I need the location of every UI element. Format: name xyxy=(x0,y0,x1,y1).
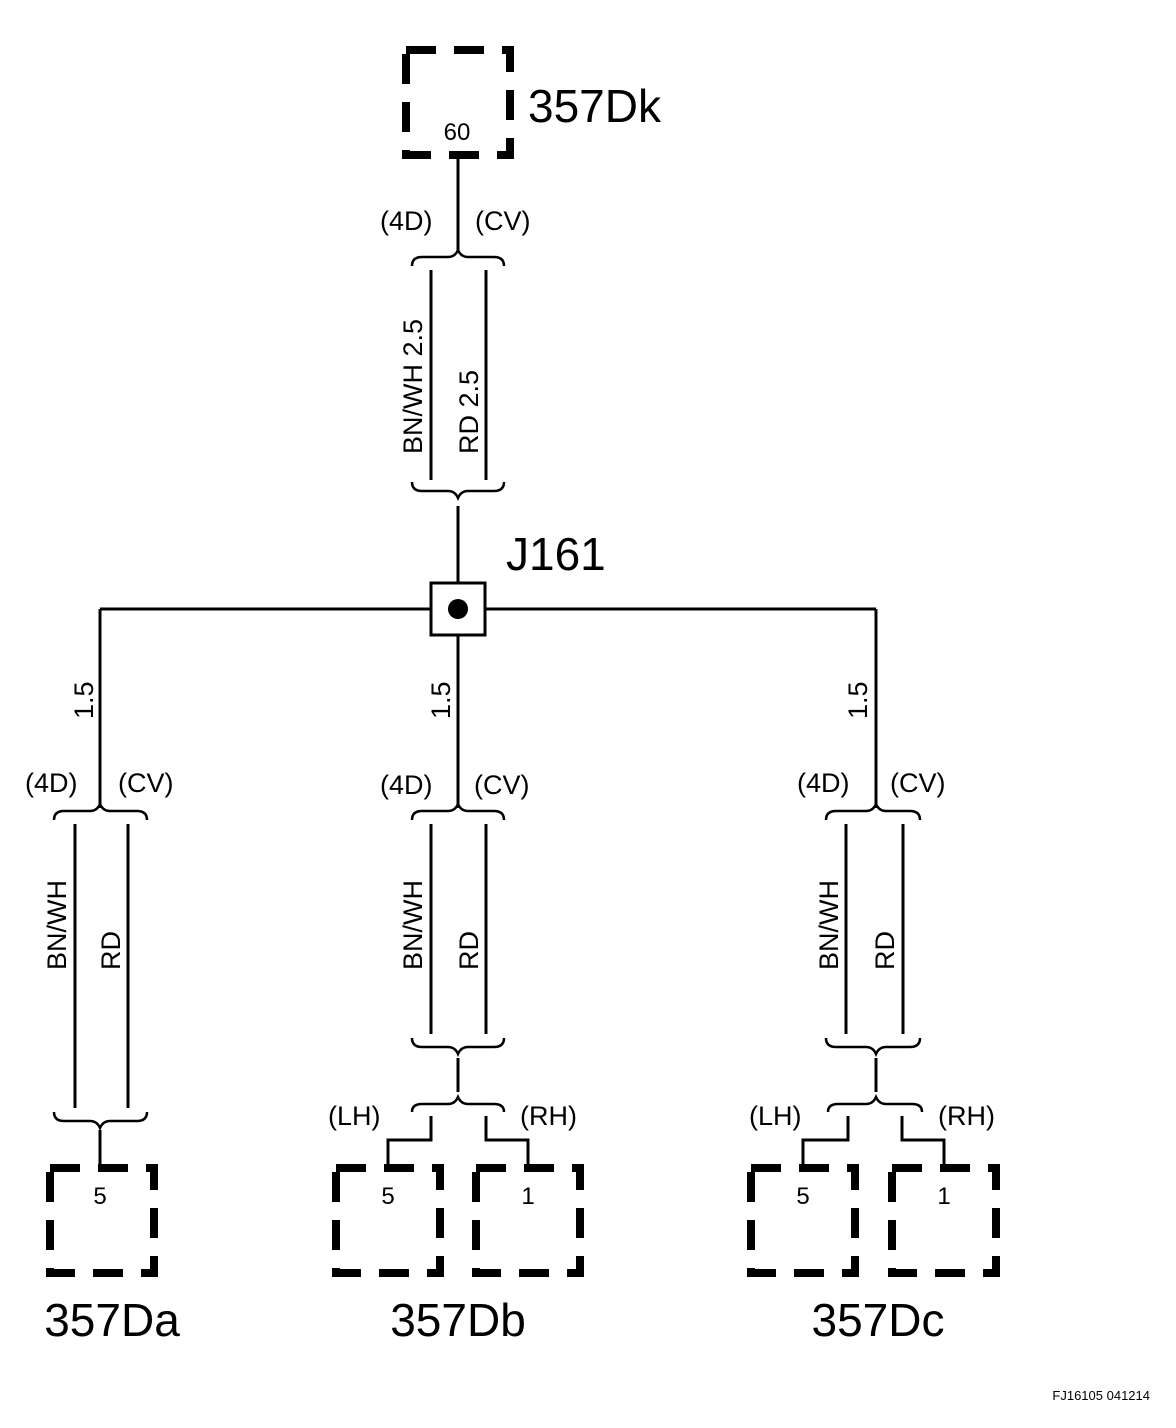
brace-c-upper xyxy=(824,800,922,821)
brace-top-lower xyxy=(410,481,506,502)
harness-label-4d-b: (4D) xyxy=(380,770,433,800)
harness-label-lh-b: (LH) xyxy=(328,1101,381,1131)
wire-branch-b-gauge: 1.5 xyxy=(426,681,456,719)
harness-label-rh-c: (RH) xyxy=(938,1101,995,1131)
splice-J161[interactable] xyxy=(429,581,487,637)
harness-label-rh-b: (RH) xyxy=(520,1101,577,1131)
connector-357Db-lh-outline xyxy=(332,1164,444,1277)
branch-b: 1.5 (4D) (CV) BN/WH RD (LH) (RH) xyxy=(328,635,577,1168)
brace-b-split xyxy=(410,1093,506,1113)
wire-a-rd-label: RD xyxy=(96,931,126,970)
harness-label-cv-top: (CV) xyxy=(475,206,531,236)
connector-357Dc-label: 357Dc xyxy=(812,1294,945,1346)
connector-357Db-rh-pin: 1 xyxy=(521,1183,534,1210)
splice-dot xyxy=(448,599,468,619)
branch-a: 1.5 (4D) (CV) BN/WH RD xyxy=(25,609,174,1168)
wire-c-bnwh-label: BN/WH xyxy=(814,880,844,970)
harness-label-4d-a: (4D) xyxy=(25,768,78,798)
harness-label-cv-a: (CV) xyxy=(118,768,174,798)
connector-357Dk[interactable]: 60 xyxy=(402,46,514,159)
connector-357Db-lh-pin: 5 xyxy=(381,1183,394,1210)
brace-a-upper xyxy=(52,800,149,821)
connector-357Dc-rh-outline xyxy=(888,1164,1000,1277)
wire-b-bnwh-label: BN/WH xyxy=(398,880,428,970)
brace-c-lower xyxy=(824,1037,922,1058)
harness-label-4d-top: (4D) xyxy=(380,206,433,236)
brace-b-lower xyxy=(410,1037,506,1058)
wire-top-bnwh-label: BN/WH 2.5 xyxy=(398,319,428,454)
wire-a-bnwh-label: BN/WH xyxy=(42,880,72,970)
figure-code: FJ16105 041214 xyxy=(1052,1388,1150,1403)
wire-branch-c-gauge: 1.5 xyxy=(843,681,873,719)
connector-357Dk-label: 357Dk xyxy=(528,80,662,132)
connector-357Dc-rh-pin: 1 xyxy=(937,1183,950,1210)
wire-b-lh xyxy=(386,1116,433,1168)
wire-c-lh xyxy=(801,1116,850,1168)
wire-c-rh xyxy=(900,1116,946,1168)
connector-357Dc-lh-pin: 5 xyxy=(796,1183,809,1210)
connector-357Da-outline xyxy=(46,1164,158,1277)
connector-357Db-rh[interactable]: 1 xyxy=(472,1164,584,1277)
brace-b-upper xyxy=(410,800,506,821)
wire-b-rh xyxy=(484,1116,530,1168)
harness-label-4d-c: (4D) xyxy=(797,768,850,798)
splice-J161-label: J161 xyxy=(506,528,606,580)
connector-357Db-lh[interactable]: 5 xyxy=(332,1164,444,1277)
connector-357Dc-lh-outline xyxy=(747,1164,859,1277)
connector-357Da-label: 357Da xyxy=(44,1294,180,1346)
connector-357Da-pin: 5 xyxy=(93,1183,106,1210)
harness-label-cv-b: (CV) xyxy=(474,770,530,800)
connector-357Dk-pin: 60 xyxy=(444,119,471,146)
connector-357Dc-lh[interactable]: 5 xyxy=(747,1164,859,1277)
brace-c-split xyxy=(826,1093,924,1113)
wire-c-rd-label: RD xyxy=(870,931,900,970)
connector-357Db-label: 357Db xyxy=(390,1294,526,1346)
harness-label-cv-c: (CV) xyxy=(890,768,946,798)
brace-a-lower xyxy=(52,1111,149,1132)
brace-top-upper xyxy=(410,246,506,267)
wire-branch-a-gauge: 1.5 xyxy=(69,681,99,719)
connector-357Da[interactable]: 5 xyxy=(46,1164,158,1277)
harness-label-lh-c: (LH) xyxy=(749,1101,802,1131)
wire-top-rd-label: RD 2.5 xyxy=(454,370,484,454)
connector-357Dc-rh[interactable]: 1 xyxy=(888,1164,1000,1277)
branch-c: 1.5 (4D) (CV) BN/WH RD (LH) (RH) xyxy=(749,609,995,1168)
connector-357Db-rh-outline xyxy=(472,1164,584,1277)
wire-b-rd-label: RD xyxy=(454,931,484,970)
